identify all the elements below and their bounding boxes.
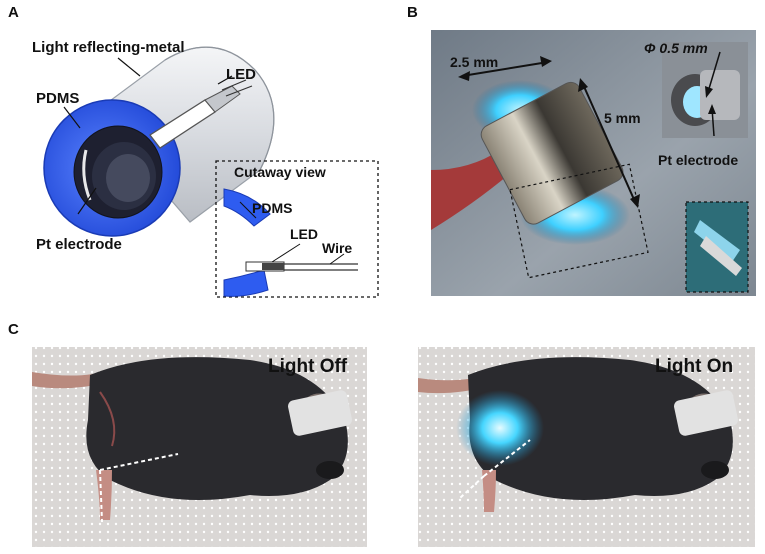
label-led: LED (226, 66, 256, 83)
label-diameter: Φ 0.5 mm (644, 40, 708, 56)
label-width: 2.5 mm (450, 54, 499, 70)
label-pt-electrode: Pt electrode (36, 236, 122, 253)
pt-electrode-shape (82, 149, 92, 201)
pdms-ring (43, 99, 181, 237)
cutaway-label-pdms: PDMS (252, 200, 293, 216)
label-length: 5 mm (604, 110, 641, 126)
led-shape (149, 79, 253, 149)
panel-c-letter: C (8, 321, 19, 338)
label-light-off: Light Off (268, 356, 348, 377)
panel-b-letter: B (407, 4, 418, 21)
cutaway-label-wire: Wire (322, 240, 353, 256)
label-pt-electrode-b: Pt electrode (658, 152, 739, 168)
cutaway-title: Cutaway view (234, 164, 326, 180)
panel-a-letter: A (8, 4, 19, 21)
label-pdms: PDMS (36, 90, 80, 107)
label-light-reflecting-metal: Light reflecting-metal (32, 39, 185, 56)
label-light-on: Light On (655, 356, 734, 377)
cutaway-label-led: LED (290, 226, 318, 242)
